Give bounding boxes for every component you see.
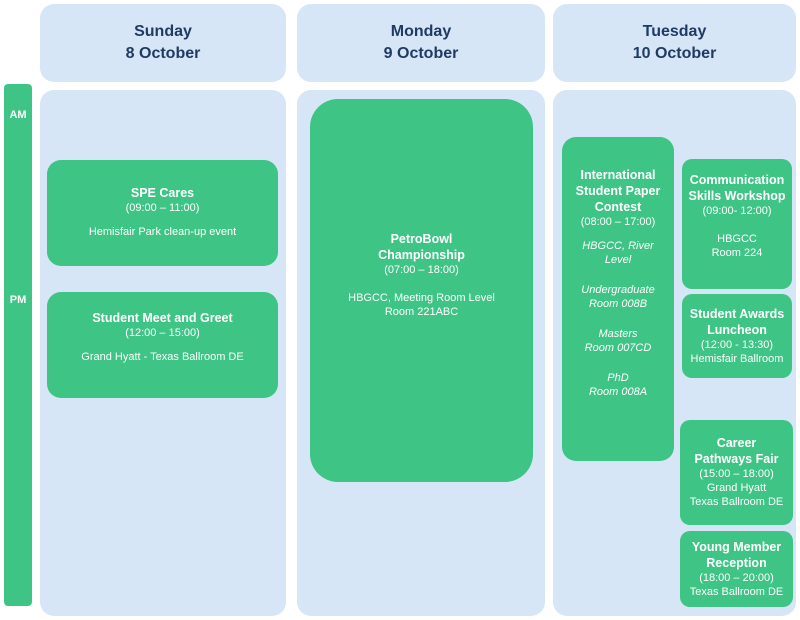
column-header-sunday: Sunday 8 October (40, 4, 286, 82)
event-communication-skills-workshop[interactable]: Communication Skills Workshop (09:00- 12… (682, 159, 792, 289)
event-title: Student Awards Luncheon (689, 307, 785, 337)
day-date: 10 October (632, 45, 717, 62)
event-international-student-paper-contest[interactable]: International Student Paper Contest (08:… (562, 137, 674, 461)
event-masters-room: Masters Room 007CD (584, 328, 652, 354)
am-label: AM (9, 109, 27, 121)
event-student-awards-luncheon[interactable]: Student Awards Luncheon (12:00 - 13:30) … (682, 294, 792, 378)
event-venue: HBGCC, River Level (582, 240, 654, 266)
time-bar: AM PM (4, 84, 32, 606)
column-header-tuesday: Tuesday 10 October (553, 4, 796, 82)
day-date: 9 October (383, 45, 459, 62)
event-title: SPE Cares (130, 186, 195, 200)
event-title: Student Meet and Greet (92, 311, 233, 325)
event-location: Hemisfair Ballroom (690, 353, 784, 365)
event-location: Texas Ballroom DE (689, 586, 784, 598)
event-time: (18:00 – 20:00) (699, 572, 774, 584)
event-young-member-reception[interactable]: Young Member Reception (18:00 – 20:00) T… (680, 531, 793, 607)
day-name: Sunday (134, 23, 192, 40)
event-career-pathways-fair[interactable]: Career Pathways Fair (15:00 – 18:00) Gra… (680, 420, 793, 525)
day-date: 8 October (125, 45, 201, 62)
event-title: Young Member Reception (691, 540, 782, 570)
event-location: Hemisfair Park clean-up event (88, 226, 237, 238)
event-location: Grand Hyatt Texas Ballroom DE (689, 482, 784, 508)
event-location: Grand Hyatt - Texas Ballroom DE (81, 351, 244, 363)
event-student-meet-and-greet[interactable]: Student Meet and Greet (12:00 – 15:00) G… (47, 292, 278, 398)
event-time: (12:00 – 15:00) (125, 327, 200, 339)
event-petrobowl[interactable]: PetroBowl Championship (07:00 – 18:00) H… (310, 99, 533, 482)
event-location: HBGCC, Meeting Room Level Room 221ABC (348, 292, 495, 318)
event-phd-room: PhD Room 008A (588, 372, 648, 398)
event-title: International Student Paper Contest (575, 168, 661, 214)
event-title: Communication Skills Workshop (688, 173, 786, 203)
column-header-monday: Monday 9 October (297, 4, 545, 82)
day-name: Tuesday (642, 23, 707, 40)
event-title: PetroBowl Championship (378, 232, 465, 262)
day-name: Monday (390, 23, 452, 40)
event-time: (08:00 – 17:00) (580, 216, 656, 228)
event-time: (09:00- 12:00) (702, 205, 772, 217)
event-title: Career Pathways Fair (694, 436, 779, 466)
pm-label: PM (9, 294, 27, 306)
event-undergraduate-room: Undergraduate Room 008B (581, 284, 655, 310)
event-time: (15:00 – 18:00) (699, 468, 774, 480)
event-time: (07:00 – 18:00) (384, 264, 459, 276)
event-spe-cares[interactable]: SPE Cares (09:00 – 11:00) Hemisfair Park… (47, 160, 278, 266)
event-time: (09:00 – 11:00) (125, 202, 200, 214)
event-time: (12:00 - 13:30) (700, 339, 774, 351)
event-location: HBGCC Room 224 (711, 233, 763, 259)
